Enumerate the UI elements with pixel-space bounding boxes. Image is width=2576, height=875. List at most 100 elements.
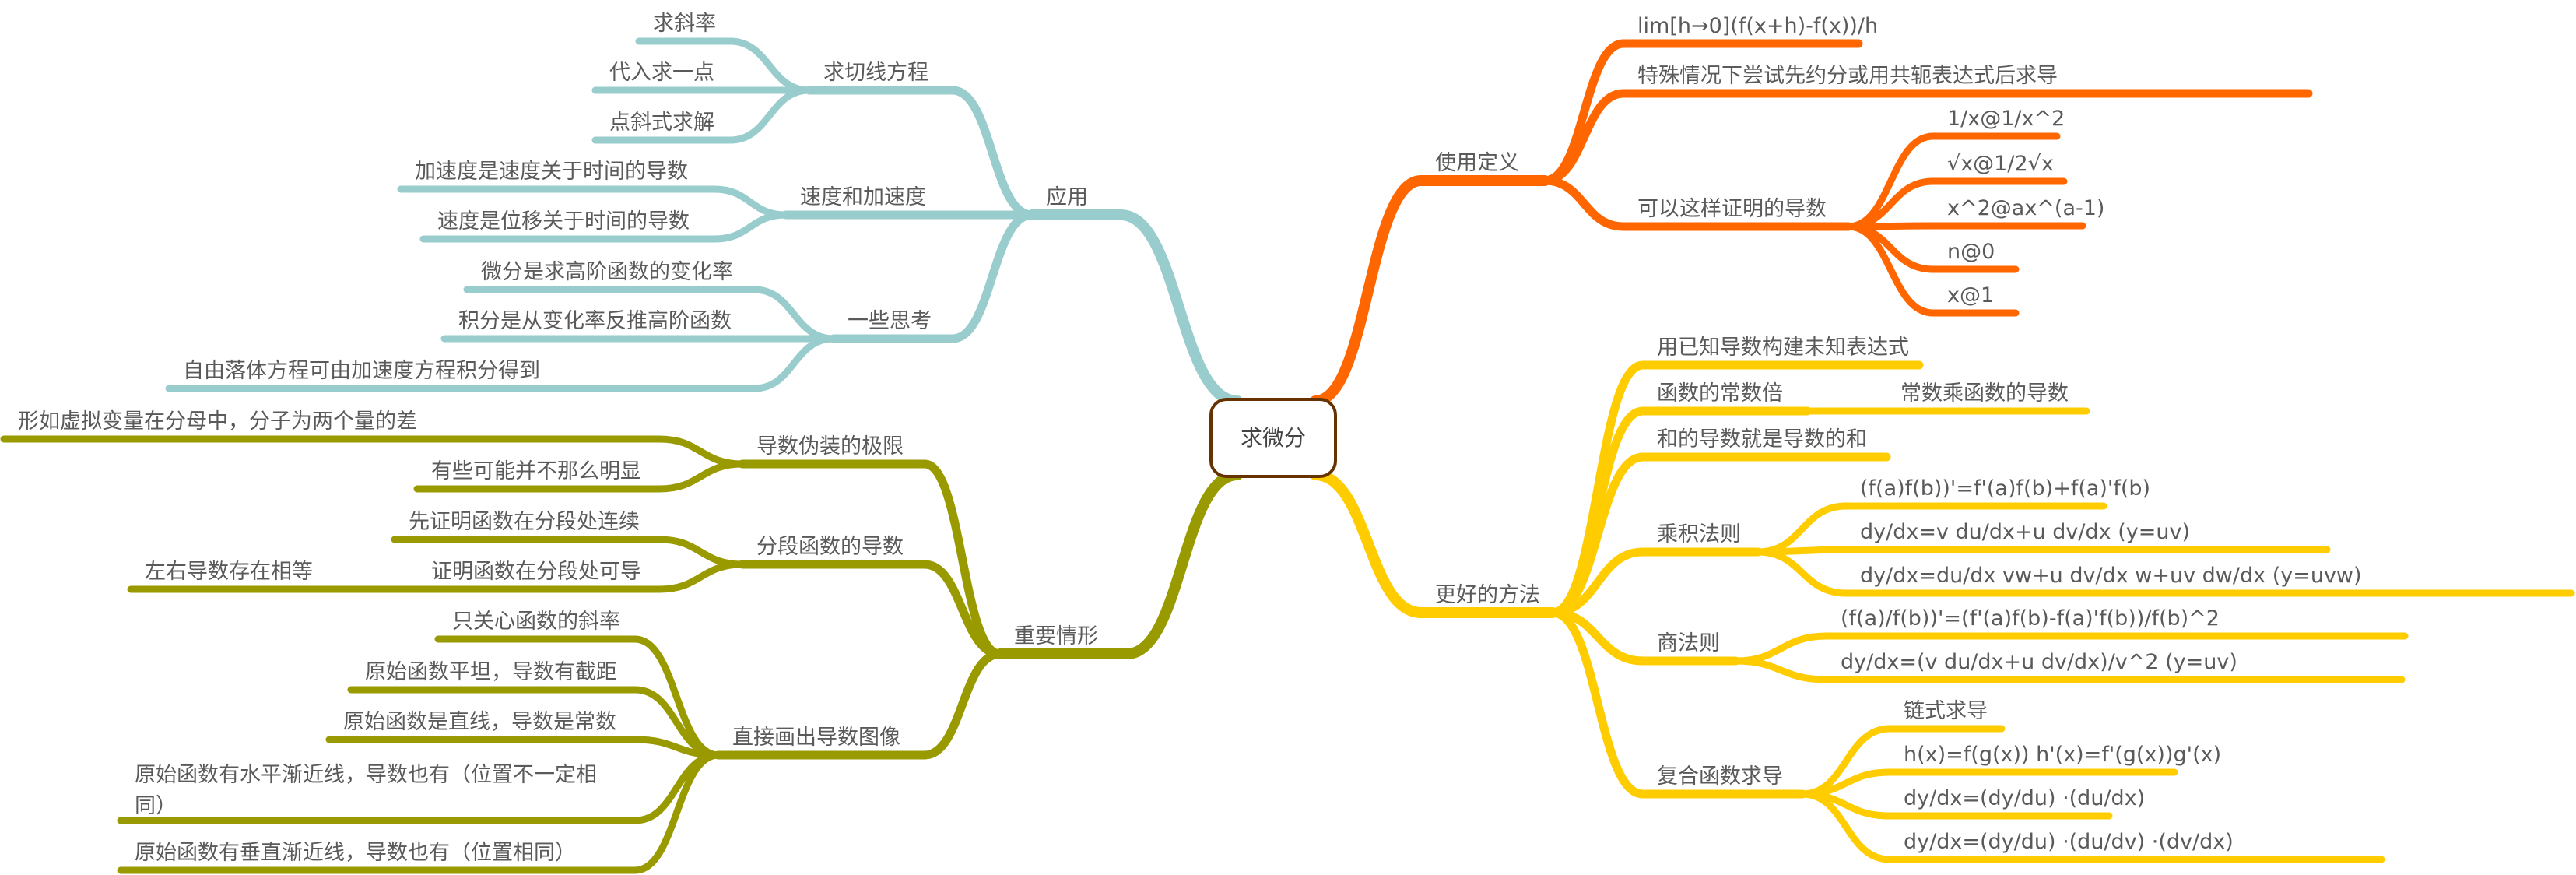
topic-node[interactable]: 代入求一点 <box>609 61 714 85</box>
topic-node[interactable]: 使用定义 <box>1435 151 1519 175</box>
topic-label: 常数乘函数的导数 <box>1900 381 2069 406</box>
topic-node[interactable]: 自由落体方程可由加速度方程积分得到 <box>183 359 540 383</box>
topic-label: x@1 <box>1947 283 1994 307</box>
topic-node[interactable]: dy/dx=(dy/du) ·(du/dv) ·(dv/dx) <box>1904 830 2234 854</box>
topic-node[interactable]: n@0 <box>1947 240 1995 264</box>
topic-node[interactable]: 微分是求高阶函数的变化率 <box>481 260 733 284</box>
topic-node[interactable]: dy/dx=(v du/dx+u dv/dx)/v^2 (y=uv) <box>1841 650 2237 674</box>
branch-connector <box>750 286 837 343</box>
topic-node[interactable]: 分段函数的导数 <box>756 535 904 559</box>
topic-node[interactable]: 加速度是速度关于时间的导数 <box>415 160 688 184</box>
topic-label: 加速度是速度关于时间的导数 <box>415 160 688 184</box>
branch-connector <box>1310 175 1427 406</box>
topic-label: dy/dx=(v du/dx+u dv/dx)/v^2 (y=uv) <box>1841 650 2237 674</box>
topic-node[interactable]: 形如虚拟变量在分母中，分子为两个量的差 <box>18 409 417 434</box>
topic-label-line: 同） <box>135 794 177 818</box>
topic-node[interactable]: 用已知导数构建未知表达式 <box>1657 336 1909 360</box>
topic-node[interactable]: 商法则 <box>1657 631 1720 655</box>
branch-connector <box>1799 768 1893 798</box>
connectors-layer <box>0 37 2575 874</box>
root-node-label: 求微分 <box>1241 425 1306 451</box>
topic-label: 速度和加速度 <box>800 185 926 209</box>
topic-label: 求切线方程 <box>823 61 928 85</box>
topic-label: 复合函数求导 <box>1657 764 1783 789</box>
topic-node[interactable]: 有些可能并不那么明显 <box>431 459 641 483</box>
topic-node[interactable]: 可以这样证明的导数 <box>1637 197 1827 221</box>
topic-label: 证明函数在分段处可导 <box>431 560 641 584</box>
topic-label: 重要情形 <box>1014 624 1098 648</box>
topic-node[interactable]: h(x)=f(g(x)) h'(x)=f'(g(x))g'(x) <box>1904 743 2221 767</box>
topic-node[interactable]: 乘积法则 <box>1657 522 1741 546</box>
topic-node[interactable]: dy/dx=(dy/du) ·(du/dx) <box>1904 786 2145 810</box>
topic-node[interactable]: 函数的常数倍 <box>1657 381 1783 406</box>
branch-connector <box>1310 469 1427 618</box>
topic-node[interactable]: 原始函数平坦，导数有截距 <box>365 660 617 684</box>
topic-node[interactable]: 更好的方法 <box>1435 583 1540 607</box>
branch-connector <box>711 185 790 219</box>
topic-node[interactable]: 左右导数存在相等 <box>145 560 313 584</box>
branch-connector <box>948 86 1037 220</box>
topic-node[interactable]: 求切线方程 <box>823 61 928 85</box>
topic-label: 和的导数就是导数的和 <box>1657 427 1867 452</box>
topic-node[interactable]: x@1 <box>1947 283 1994 307</box>
root-node-box[interactable] <box>1209 398 1337 478</box>
topic-node[interactable]: 链式求导 <box>1904 699 1988 723</box>
topic-label: n@0 <box>1947 240 1995 264</box>
topic-node[interactable]: √x@1/2√x <box>1947 152 2054 176</box>
topic-node[interactable]: 重要情形 <box>1014 624 1098 648</box>
topic-node[interactable]: 特殊情况下尝试先约分或用共轭表达式后求导 <box>1637 64 2058 88</box>
branch-connector <box>920 459 1005 659</box>
topic-node[interactable]: dy/dx=du/dx vw+u dv/dx w+uv dw/dx (y=uvw… <box>1860 564 2362 588</box>
topic-node[interactable]: (f(a)/f(b))'=(f'(a)f(b)-f(a)'f(b))/f(b)^… <box>1841 606 2220 631</box>
topic-node[interactable]: 导数伪装的极限 <box>756 434 904 459</box>
topic-node[interactable]: x^2@ax^(a-1) <box>1947 196 2104 220</box>
topic-node[interactable]: 速度是位移关于时间的导数 <box>437 209 690 234</box>
topic-node[interactable]: (f(a)f(b))'=f'(a)f(b)+f(a)'f(b) <box>1860 476 2150 501</box>
topic-node[interactable]: 1/x@1/x^2 <box>1947 107 2065 131</box>
topic-label: dy/dx=(dy/du) ·(du/dv) ·(dv/dx) <box>1904 830 2234 854</box>
branch-connector <box>726 37 813 94</box>
topic-node[interactable]: 常数乘函数的导数 <box>1900 381 2069 406</box>
branch-connector <box>1121 469 1243 659</box>
topic-node[interactable]: 只关心函数的斜率 <box>452 610 620 634</box>
topic-label: (f(a)/f(b))'=(f'(a)f(b)-f(a)'f(b))/f(b)^… <box>1841 606 2220 631</box>
topic-label: 商法则 <box>1657 631 1720 655</box>
topic-node[interactable]: 原始函数有垂直渐近线，导数也有（位置相同） <box>135 841 576 865</box>
topic-node[interactable]: 应用 <box>1046 185 1088 209</box>
topic-label: 代入求一点 <box>609 61 714 85</box>
topic-label: 原始函数平坦，导数有截距 <box>365 660 617 684</box>
topic-node[interactable]: lim[h→0](f(x+h)-f(x))/h <box>1637 14 1878 38</box>
topic-label: 直接画出导数图像 <box>732 726 900 750</box>
branch-connector <box>631 751 722 874</box>
topic-node[interactable]: 速度和加速度 <box>800 185 926 209</box>
branch-connector <box>1799 790 1893 863</box>
topic-label: 原始函数是直线，导数是常数 <box>343 710 616 734</box>
topic-label: 1/x@1/x^2 <box>1947 107 2065 131</box>
topic-node[interactable]: 直接画出导数图像 <box>732 726 900 750</box>
topic-node[interactable]: dy/dx=v du/dx+u dv/dx (y=uv) <box>1860 520 2190 544</box>
branch-connector <box>1754 548 1850 597</box>
topic-node[interactable]: 积分是从变化率反推高阶函数 <box>458 309 732 333</box>
topic-node[interactable]: 证明函数在分段处可导 <box>431 560 641 584</box>
topic-node[interactable]: 求斜率 <box>653 12 716 36</box>
root-node[interactable]: 求微分 <box>1209 398 1337 478</box>
topic-node[interactable]: 原始函数是直线，导数是常数 <box>343 710 616 734</box>
topic-node[interactable]: 一些思考 <box>848 309 932 333</box>
topic-label: 只关心函数的斜率 <box>452 610 620 634</box>
topic-label: 求斜率 <box>653 12 716 36</box>
branch-connector <box>726 86 813 144</box>
topic-label: lim[h→0](f(x+h)-f(x))/h <box>1637 14 1878 38</box>
topic-node[interactable]: 点斜式求解 <box>609 111 714 135</box>
topic-label: 可以这样证明的导数 <box>1637 197 1827 221</box>
topic-label: dy/dx=du/dx vw+u dv/dx w+uv dw/dx (y=uvw… <box>1860 564 2362 588</box>
branch-connector <box>711 211 790 243</box>
topic-label: 原始函数有垂直渐近线，导数也有（位置相同） <box>135 841 576 865</box>
topic-node[interactable]: 和的导数就是导数的和 <box>1657 427 1867 452</box>
topic-label: √x@1/2√x <box>1947 152 2054 176</box>
topic-node[interactable]: 复合函数求导 <box>1657 764 1783 789</box>
topic-node[interactable]: 先证明函数在分段处连续 <box>409 510 640 534</box>
topic-label: (f(a)f(b))'=f'(a)f(b)+f(a)'f(b) <box>1860 476 2150 501</box>
topic-label: 乘积法则 <box>1657 522 1741 546</box>
